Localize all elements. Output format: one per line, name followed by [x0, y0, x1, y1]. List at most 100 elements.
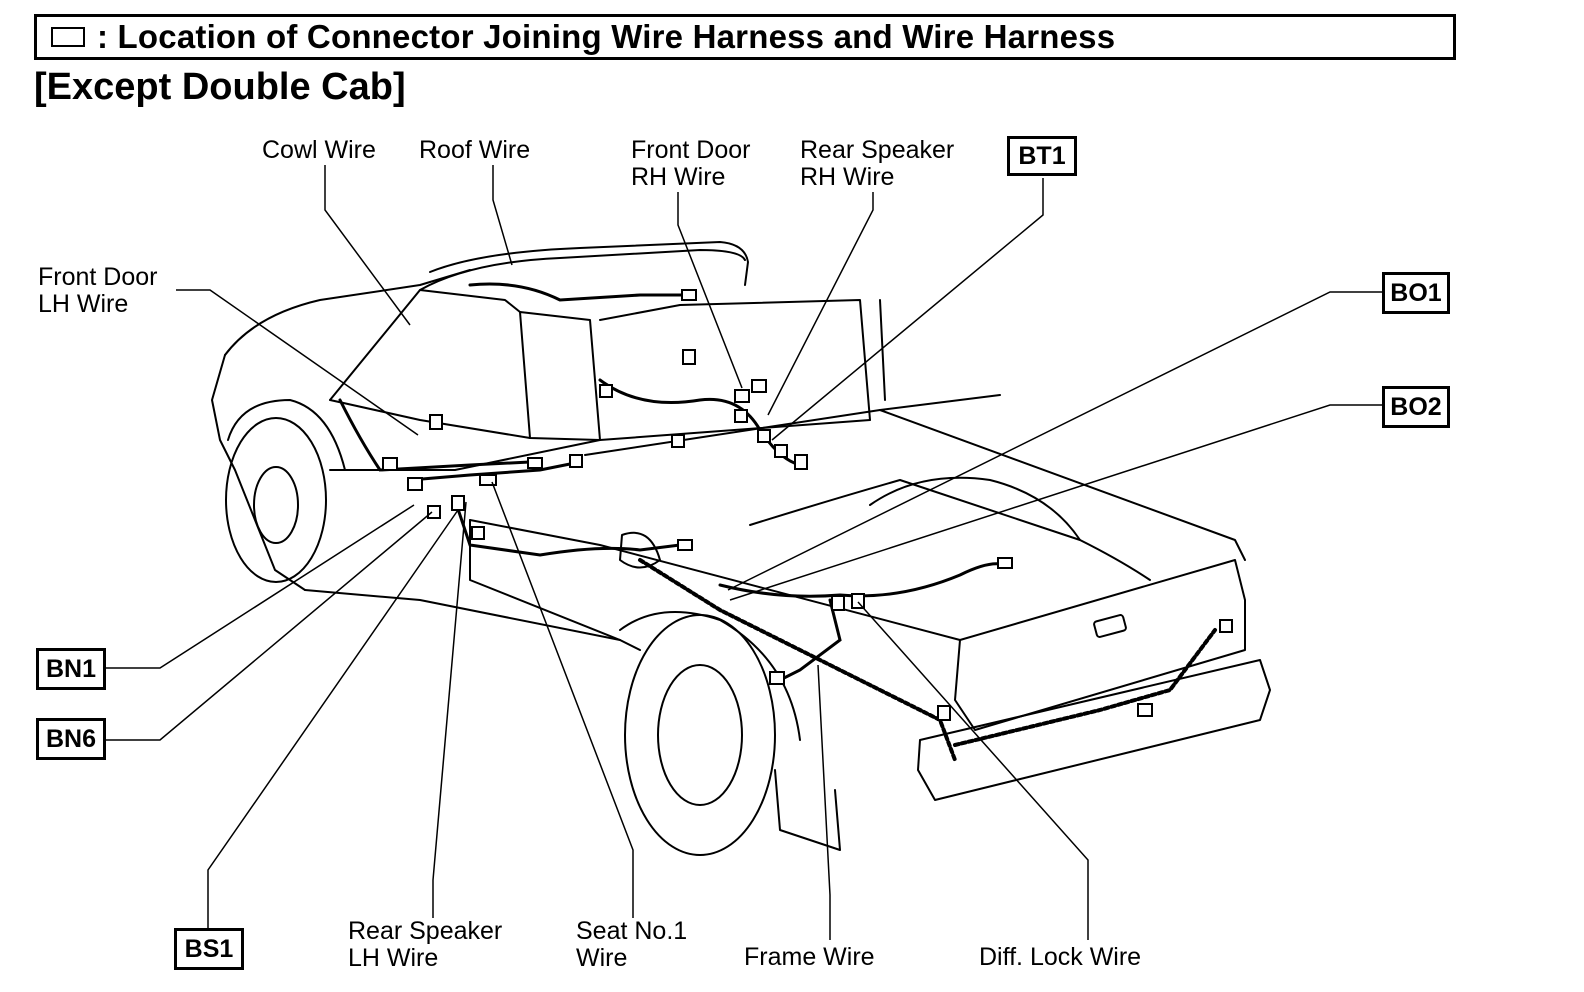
wheel-well-hump: [869, 476, 1081, 541]
connector-block: [407, 477, 423, 491]
mud-flap: [774, 769, 841, 851]
connector-block: [1137, 703, 1153, 717]
connector-block: [671, 434, 685, 448]
bed-side-panel: [469, 519, 641, 651]
label-front-door-lh-wire: Front Door LH Wire: [38, 264, 157, 318]
label-line: Front Door: [631, 136, 751, 164]
label-rear-speaker-lh-wire: Rear Speaker LH Wire: [348, 918, 502, 972]
front-wheel-hub: [253, 466, 299, 544]
bed-floor-line: [749, 479, 1151, 581]
connector-block: [997, 557, 1013, 569]
front-wheel: [225, 417, 327, 583]
connector-block: [479, 474, 497, 486]
header-banner: : Location of Connector Joining Wire Har…: [34, 14, 1456, 60]
connector-block: [527, 457, 543, 469]
label-cowl-wire: Cowl Wire: [262, 136, 376, 164]
connector-tag-bn6: BN6: [36, 718, 106, 760]
a-pillar: [419, 289, 521, 313]
roof-line: [429, 241, 749, 286]
leader-front-door-lh: [176, 289, 419, 436]
connector-box-icon: [51, 27, 85, 47]
label-front-door-rh-wire: Front Door RH Wire: [631, 137, 750, 191]
label-line: Wire: [576, 944, 628, 972]
cab-floor: [329, 419, 871, 471]
cab-side-window: [519, 311, 601, 441]
connector-block: [1219, 619, 1233, 633]
rear-wheel: [624, 614, 776, 856]
leader-bo2: [729, 404, 1382, 601]
windshield-frame: [329, 249, 746, 401]
connector-block: [599, 384, 613, 398]
bed-harness: [718, 562, 1007, 598]
connector-tag-bo1: BO1: [1382, 272, 1450, 314]
connector-block: [682, 349, 696, 365]
connector-block: [757, 429, 771, 443]
leader-bo1: [727, 291, 1382, 591]
label-frame-wire: Frame Wire: [744, 943, 875, 971]
leader-frame-wire: [817, 664, 831, 940]
connector-tag-bo2: BO2: [1382, 386, 1450, 428]
rear-cab-harness: [598, 378, 802, 467]
label-line: Seat No.1: [576, 917, 688, 945]
leader-rear-speaker-lh: [432, 501, 467, 918]
connector-block: [774, 444, 788, 458]
front-fascia: [211, 354, 306, 591]
leader-bn6: [106, 511, 433, 741]
cab-rear-window: [599, 299, 871, 421]
leader-cowl-wire: [324, 165, 411, 326]
connector-block: [831, 595, 845, 611]
cab-harness: [338, 398, 532, 472]
leader-rear-speaker-rh: [767, 192, 874, 416]
label-line: RH Wire: [800, 163, 895, 191]
label-line: Rear Speaker: [348, 917, 503, 945]
connector-tag-bn1: BN1: [36, 648, 106, 690]
connector-block: [734, 389, 750, 403]
connector-block: [794, 454, 808, 470]
connector-tag-bt1: BT1: [1007, 136, 1077, 176]
leader-bs1: [207, 509, 459, 928]
connector-tag-bs1: BS1: [174, 928, 244, 970]
connector-block: [471, 526, 485, 540]
front-fender: [227, 399, 346, 471]
label-line: RH Wire: [631, 163, 726, 191]
fuel-door: [619, 531, 661, 569]
roof-harness: [468, 282, 692, 302]
connector-block: [569, 454, 583, 468]
leader-diff-lock: [857, 601, 1089, 940]
floor-harness: [408, 460, 582, 482]
label-line: Front Door: [38, 263, 158, 291]
label-line: Rear Speaker: [800, 136, 955, 164]
label-line: LH Wire: [348, 944, 439, 972]
leader-bn1: [106, 504, 415, 669]
page-title: : Location of Connector Joining Wire Har…: [97, 18, 1116, 55]
seat-harness: [453, 498, 682, 557]
diff-harness: [778, 598, 842, 682]
leader-roof-wire: [492, 165, 513, 266]
label-line: LH Wire: [38, 290, 129, 318]
cab-rear-wall: [879, 299, 886, 401]
rear-bumper: [917, 659, 1271, 801]
bed-left-rail: [469, 519, 961, 641]
tailgate: [954, 559, 1246, 731]
rocker-line: [304, 589, 621, 641]
label-roof-wire: Roof Wire: [419, 136, 531, 164]
connector-block: [734, 409, 748, 423]
dash-panel: [329, 399, 531, 439]
connector-block: [382, 457, 398, 471]
bed-right-rail: [879, 409, 1246, 561]
frame-harness: [638, 558, 957, 762]
connector-block: [427, 505, 441, 519]
connector-block: [769, 671, 785, 685]
leader-bt1: [771, 178, 1044, 441]
connector-block: [429, 414, 443, 430]
connector-block: [451, 495, 465, 511]
connector-block: [677, 539, 693, 551]
page-subtitle: [Except Double Cab]: [34, 66, 406, 108]
connector-block: [937, 705, 951, 721]
tailgate-handle: [1093, 614, 1127, 638]
hood-outline: [224, 269, 471, 356]
label-diff-lock-wire: Diff. Lock Wire: [979, 943, 1142, 971]
rear-bumper-harness: [953, 628, 1217, 747]
connector-block: [751, 379, 767, 393]
